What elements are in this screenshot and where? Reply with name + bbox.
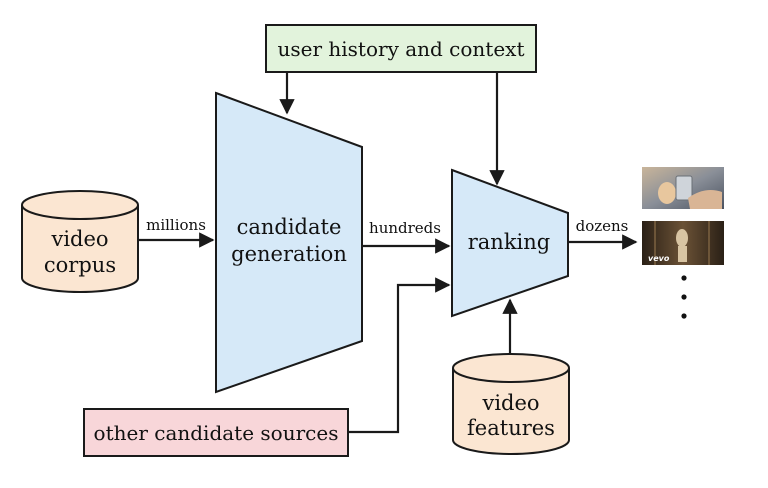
video-corpus-label-line2: corpus [44, 253, 116, 277]
ranking-node: ranking [451, 168, 569, 318]
arrow-other-sources-to-ranking [348, 277, 451, 434]
ellipsis-vertical-icon [681, 275, 687, 319]
edge-label-dozens: dozens [576, 217, 629, 235]
phone-hands-thumbnail [642, 167, 724, 209]
video-features-node: video features [452, 353, 570, 455]
candidate-generation-label-line2: generation [231, 242, 347, 266]
candidate-generation-label-line1: candidate [237, 215, 342, 239]
edge-label-millions: millions [146, 216, 206, 234]
user-history-node: user history and context [265, 24, 537, 73]
other-sources-node: other candidate sources [83, 408, 349, 457]
user-history-label: user history and context [277, 37, 524, 61]
edge-label-hundreds: hundreds [369, 219, 441, 237]
video-corpus-node: video corpus [21, 190, 139, 293]
candidate-generation-node: candidate generation [215, 91, 363, 394]
vevo-video-thumbnail: vevo [642, 221, 724, 265]
other-sources-label: other candidate sources [94, 421, 339, 445]
video-corpus-label-line1: video [50, 227, 108, 251]
video-features-label-line1: video [481, 391, 539, 415]
ranking-label: ranking [468, 230, 551, 254]
video-features-label-line2: features [467, 416, 555, 440]
vevo-caption: vevo [648, 254, 670, 263]
